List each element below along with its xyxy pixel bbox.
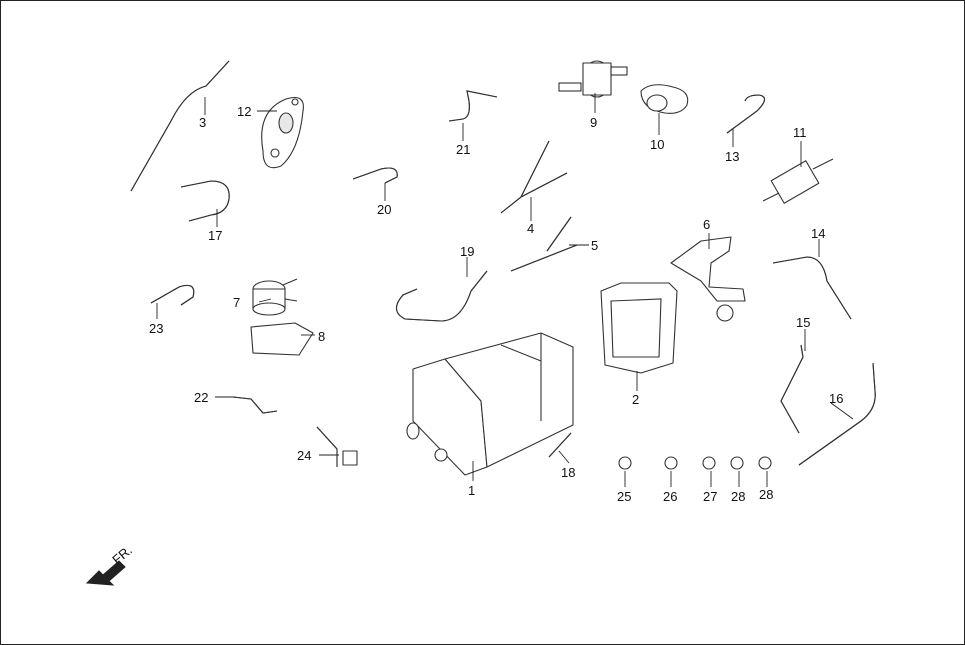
callout-19: 19 (460, 244, 474, 259)
clamp-28a (730, 456, 744, 470)
callout-11: 11 (793, 125, 807, 140)
callout-2: 2 (632, 392, 639, 407)
part-22-hose (232, 396, 278, 414)
clamp-28b (758, 456, 772, 470)
callout-7: 7 (233, 295, 240, 310)
part-24-fitting (316, 426, 358, 467)
callout-16: 16 (829, 391, 843, 406)
part-14-hose (772, 256, 852, 320)
part-15-bracket (780, 344, 804, 434)
part-9-filter (558, 60, 628, 98)
callout-10: 10 (650, 137, 664, 152)
clamp-25 (618, 456, 632, 470)
callout-9: 9 (590, 115, 597, 130)
part-10-clip (640, 84, 689, 114)
callout-15: 15 (796, 315, 810, 330)
part-21-pipe (448, 90, 498, 122)
part-13-hose (726, 94, 766, 134)
part-17-hose (180, 180, 230, 222)
part-11-filter (762, 158, 834, 204)
part-23-hose (150, 284, 195, 306)
callout-23: 23 (149, 321, 163, 336)
clamp-27 (702, 456, 716, 470)
part-5-t-joint (510, 216, 578, 272)
callout-22: 22 (194, 390, 208, 405)
front-direction-arrow: FR. (85, 542, 135, 586)
part-16-pipe (798, 362, 876, 466)
callout-6: 6 (703, 217, 710, 232)
callout-26: 26 (663, 489, 677, 504)
callout-20: 20 (377, 202, 391, 217)
part-18-fitting (548, 432, 572, 458)
callout-1: 1 (468, 483, 475, 498)
part-3-hose (130, 60, 230, 192)
part-1-canister (406, 332, 574, 476)
callout-3: 3 (199, 115, 206, 130)
leader-lines (156, 93, 854, 487)
clamp-26 (664, 456, 678, 470)
part-8-holder (250, 322, 314, 356)
part-7-valve (252, 278, 298, 316)
callout-5: 5 (591, 238, 598, 253)
callout-4: 4 (527, 221, 534, 236)
callout-labels: 1 2 3 4 5 6 7 8 9 10 11 12 13 14 15 16 1… (149, 104, 843, 504)
front-label: FR. (109, 542, 135, 567)
callout-18: 18 (561, 465, 575, 480)
callout-24: 24 (297, 448, 311, 463)
callout-25: 25 (617, 489, 631, 504)
callout-21: 21 (456, 142, 470, 157)
part-2-canister-holder (600, 282, 678, 374)
part-4-y-joint (500, 140, 568, 214)
callout-14: 14 (811, 226, 825, 241)
callout-17: 17 (208, 228, 222, 243)
callout-28b: 28 (759, 487, 773, 502)
callout-27: 27 (703, 489, 717, 504)
callout-13: 13 (725, 149, 739, 164)
callout-8: 8 (318, 329, 325, 344)
callout-12: 12 (237, 104, 251, 119)
callout-28a: 28 (731, 489, 745, 504)
part-6-bracket (670, 236, 746, 322)
part-19-hose (395, 270, 488, 322)
part-12-bracket (261, 96, 304, 169)
part-20-hose (352, 167, 398, 184)
